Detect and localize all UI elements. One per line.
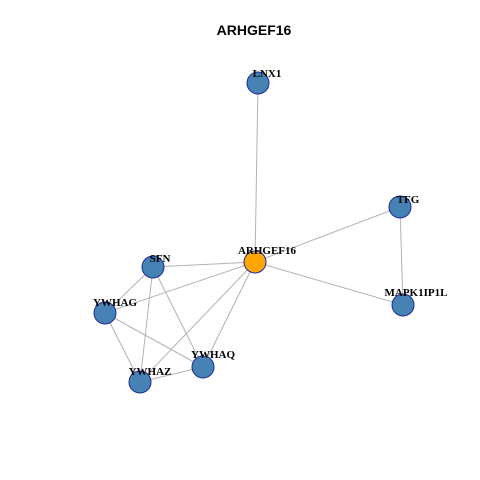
- node-ywhaz[interactable]: [128, 370, 152, 394]
- edge-arhgef16-sfn: [152, 261, 256, 268]
- node-sfn[interactable]: [141, 255, 165, 279]
- nodes-layer: [93, 71, 415, 394]
- node-label-mapk1ip1l: MAPK1IP1L: [385, 287, 448, 299]
- edge-arhgef16-lnx1: [254, 82, 259, 263]
- node-label-tfg: TFG: [397, 194, 420, 206]
- node-tfg[interactable]: [388, 195, 412, 219]
- edge-sfn-ywhaz: [139, 266, 154, 383]
- node-ywhaq[interactable]: [191, 355, 215, 379]
- edge-arhgef16-tfg: [254, 206, 401, 263]
- node-label-ywhaq: YWHAQ: [191, 349, 235, 361]
- node-label-lnx1: LNX1: [253, 68, 282, 80]
- edge-ywhag-ywhaq: [104, 312, 204, 368]
- node-arhgef16[interactable]: [243, 250, 267, 274]
- edge-ywhag-ywhaz: [104, 312, 141, 383]
- node-label-sfn: SFN: [150, 253, 171, 265]
- edges-layer: [104, 82, 404, 383]
- edge-arhgef16-mapk1ip1l: [254, 261, 404, 306]
- edge-arhgef16-ywhag: [104, 261, 256, 314]
- edge-tfg-mapk1ip1l: [399, 206, 404, 306]
- node-lnx1[interactable]: [246, 71, 270, 95]
- edge-arhgef16-ywhaq: [202, 261, 256, 368]
- diagram-title: ARHGEF16: [217, 22, 292, 38]
- node-label-ywhaz: YWHAZ: [129, 366, 172, 378]
- node-mapk1ip1l[interactable]: [391, 293, 415, 317]
- edge-arhgef16-ywhaz: [139, 261, 256, 383]
- node-ywhag[interactable]: [93, 301, 117, 325]
- edge-sfn-ywhaq: [152, 266, 204, 368]
- node-label-arhgef16: ARHGEF16: [238, 245, 297, 257]
- node-label-ywhag: YWHAG: [93, 297, 137, 309]
